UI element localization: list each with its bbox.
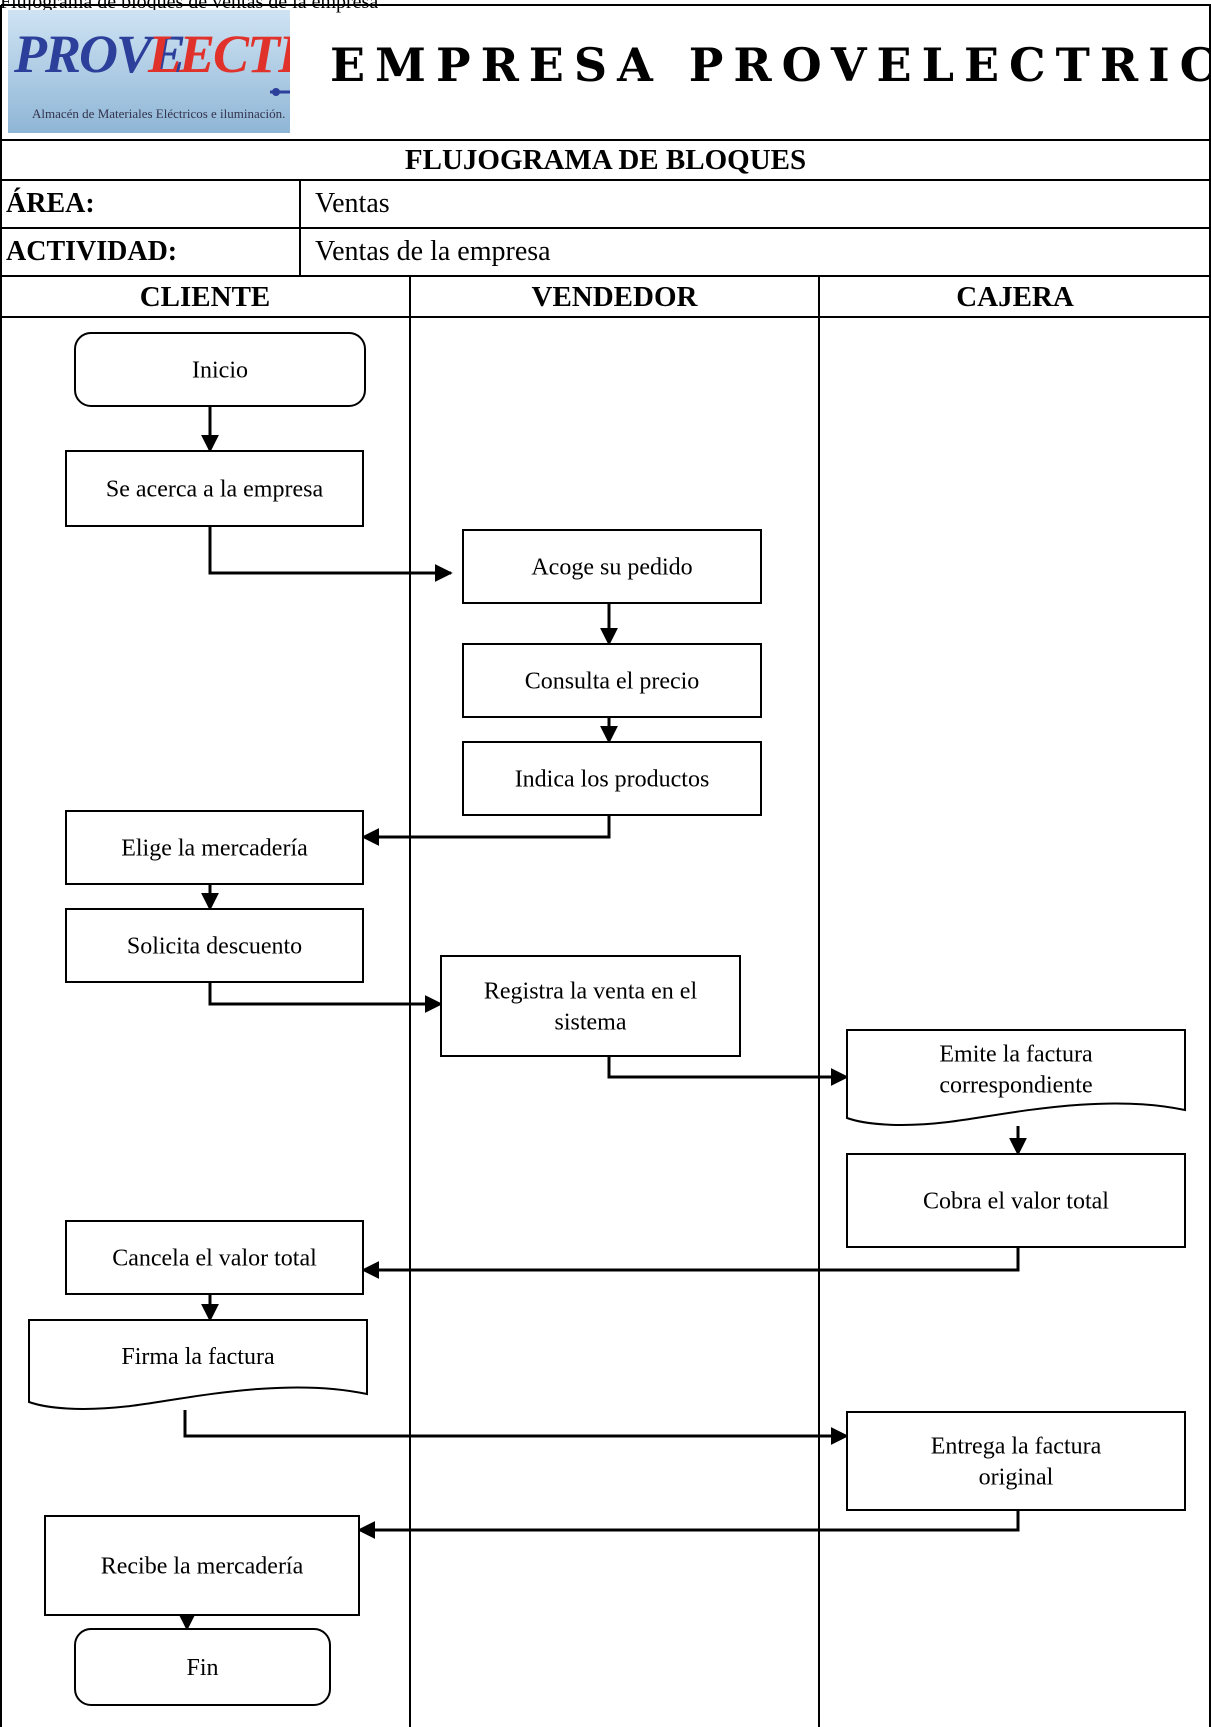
flow-node-acerca: Se acerca a la empresa: [65, 450, 364, 527]
company-logo: PROVE LECTRIC Almacén de Materiales Eléc…: [8, 10, 370, 133]
flow-node-inicio-label: Inicio: [192, 358, 248, 384]
flow-node-acerca-shape: [65, 450, 364, 527]
flow-node-fin: Fin: [74, 1628, 331, 1706]
flow-arrow-entrega-to-recibe: [357, 1510, 1020, 1539]
flow-arrow-firma-to-entrega: [183, 1410, 849, 1445]
flow-node-emite-shape: [846, 1029, 1186, 1126]
flow-node-entrega-shape: [846, 1411, 1186, 1511]
flow-arrow-registra-to-emite: [607, 1056, 849, 1086]
flow-node-entrega-label: original: [979, 1465, 1054, 1491]
flow-node-acerca-label: Se acerca a la empresa: [106, 477, 324, 503]
table-title: FLUJOGRAMA DE BLOQUES: [404, 144, 807, 176]
lane-header-vendedor: VENDEDOR: [531, 281, 698, 313]
flow-node-registra-label: Registra la venta en el: [484, 979, 698, 1005]
flow-node-solicita: Solicita descuento: [65, 908, 364, 983]
activity-label: ACTIVIDAD:: [6, 236, 178, 267]
flow-arrow-solicita-to-registra: [208, 982, 443, 1013]
flow-node-inicio-shape: [74, 332, 366, 407]
logo-graphic: PROVE LECTRIC Almacén de Materiales Eléc…: [8, 10, 370, 133]
flow-node-cobra-label: Cobra el valor total: [923, 1189, 1109, 1215]
flow-node-emite-label: correspondiente: [939, 1073, 1092, 1099]
flow-arrow-cobra-to-cancela: [361, 1247, 1020, 1279]
flow-node-acoge: Acoge su pedido: [462, 529, 762, 604]
flow-node-cancela-shape: [65, 1220, 364, 1295]
flow-node-cancela: Cancela el valor total: [65, 1220, 364, 1295]
flow-node-firma: Firma la factura: [28, 1319, 368, 1410]
flow-node-recibe: Recibe la mercadería: [44, 1515, 360, 1616]
flow-node-cobra: Cobra el valor total: [846, 1153, 1186, 1248]
flow-node-acoge-label: Acoge su pedido: [531, 555, 692, 581]
flow-node-firma-label: Firma la factura: [121, 1344, 275, 1370]
flow-node-recibe-label: Recibe la mercadería: [101, 1554, 304, 1580]
flow-node-consulta: Consulta el precio: [462, 643, 762, 718]
flow-node-solicita-shape: [65, 908, 364, 983]
flow-node-entrega: Entrega la factura original: [846, 1411, 1186, 1511]
flow-arrow-indica-to-elige: [361, 815, 611, 846]
flow-node-indica-shape: [462, 741, 762, 816]
flow-node-emite-label: Emite la factura: [939, 1042, 1093, 1068]
flow-arrow-acerca-to-acoge: [208, 526, 453, 582]
flow-node-elige-label: Elige la mercadería: [121, 836, 308, 862]
flow-node-registra-label: sistema: [555, 1010, 627, 1036]
lane-header-cajera: CAJERA: [956, 281, 1074, 313]
logo-tagline: Almacén de Materiales Eléctricos e ilumi…: [32, 106, 285, 121]
flow-node-solicita-label: Solicita descuento: [127, 934, 302, 960]
flow-node-cancela-label: Cancela el valor total: [112, 1246, 317, 1272]
lane-header-cliente: CLIENTE: [139, 281, 271, 313]
flow-node-cobra-shape: [846, 1153, 1186, 1248]
flow-node-registra-shape: [440, 955, 741, 1057]
area-value: Ventas: [315, 188, 390, 219]
flow-node-acoge-shape: [462, 529, 762, 604]
activity-value: Ventas de la empresa: [315, 236, 551, 267]
flow-node-elige-shape: [65, 810, 364, 885]
flow-node-fin-label: Fin: [186, 1655, 218, 1681]
flow-node-registra: Registra la venta en el sistema: [440, 955, 741, 1057]
flow-node-elige: Elige la mercadería: [65, 810, 364, 885]
flow-node-emite: Emite la factura correspondiente: [846, 1029, 1186, 1126]
flow-node-consulta-label: Consulta el precio: [525, 669, 700, 695]
flow-node-consulta-shape: [462, 643, 762, 718]
figure-caption: Flujograma de bloques de ventas de la em…: [0, 0, 379, 13]
flow-node-entrega-label: Entrega la factura: [931, 1434, 1102, 1460]
company-title: EMPRESA PROVELECTRIC: [330, 38, 1211, 92]
flow-node-firma-shape: [28, 1319, 368, 1410]
flow-node-fin-shape: [74, 1628, 331, 1706]
flow-node-indica: Indica los productos: [462, 741, 762, 816]
flow-node-inicio: Inicio: [74, 332, 366, 407]
area-label: ÁREA:: [6, 188, 95, 219]
flow-node-indica-label: Indica los productos: [515, 767, 710, 793]
flow-node-recibe-shape: [44, 1515, 360, 1616]
svg-text:PROVE: PROVE: [13, 24, 184, 84]
